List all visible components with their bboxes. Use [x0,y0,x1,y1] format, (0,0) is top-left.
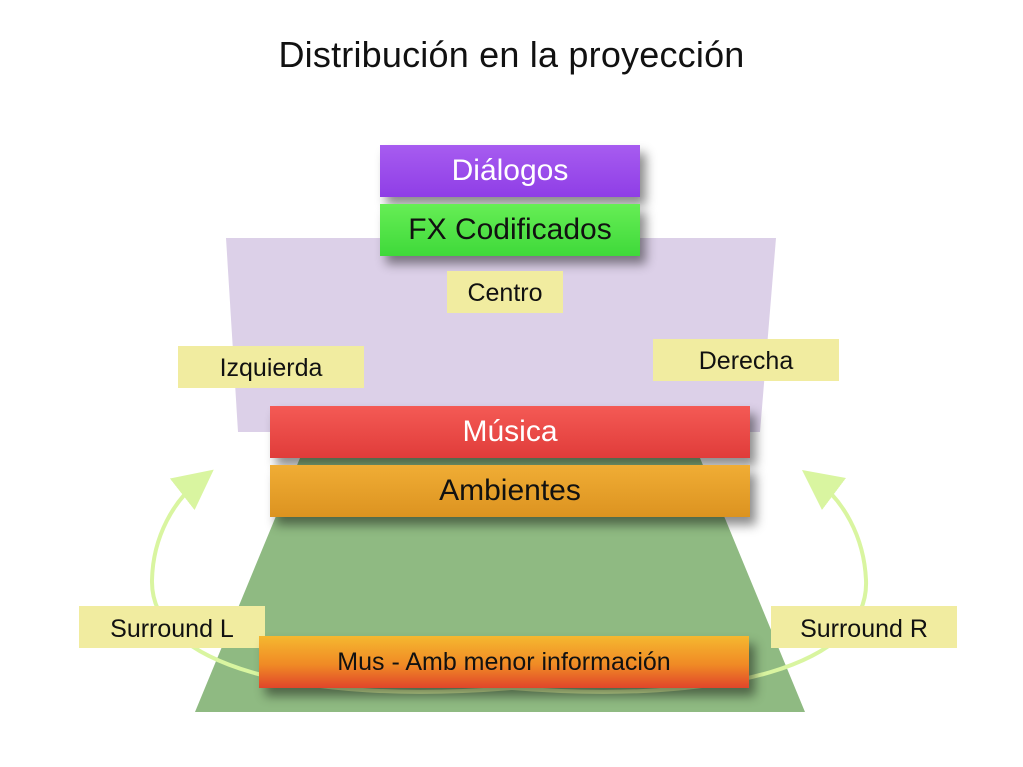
surround-r-label: Surround R [771,606,957,648]
derecha-label: Derecha [653,339,839,381]
page-title: Distribución en la proyección [278,34,745,75]
fx-codificados-bar: FX Codificados [380,204,640,256]
izquierda-label: Izquierda [178,346,364,388]
screen-trapezoid [226,238,776,432]
surround-l-label: Surround L [79,606,265,648]
centro-label: Centro [447,271,563,313]
musica-bar: Música [270,406,750,458]
dialogos-bar: Diálogos [380,145,640,197]
mus-amb-bar: Mus - Amb menor información [259,636,749,688]
ambientes-bar: Ambientes [270,465,750,517]
